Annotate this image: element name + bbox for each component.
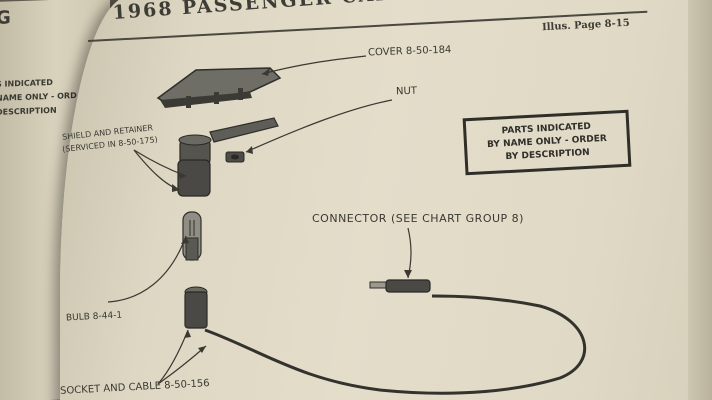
- shield-retainer-part: [177, 117, 279, 197]
- connector-label: CONNECTOR (SEE CHART GROUP 8): [312, 212, 524, 225]
- connector-part: [369, 279, 431, 293]
- catalog-page: [60, 0, 712, 400]
- bulb-part: [182, 211, 202, 261]
- cover-part: [156, 67, 282, 108]
- page-edge: [688, 0, 712, 400]
- socket-cable-part: [184, 286, 587, 395]
- nut-part: [225, 151, 245, 163]
- leader-arrowheads: [172, 68, 412, 353]
- nut-label: NUT: [395, 85, 418, 98]
- parts-notice-box: PARTS INDICATED BY NAME ONLY - ORDER BY …: [462, 109, 632, 176]
